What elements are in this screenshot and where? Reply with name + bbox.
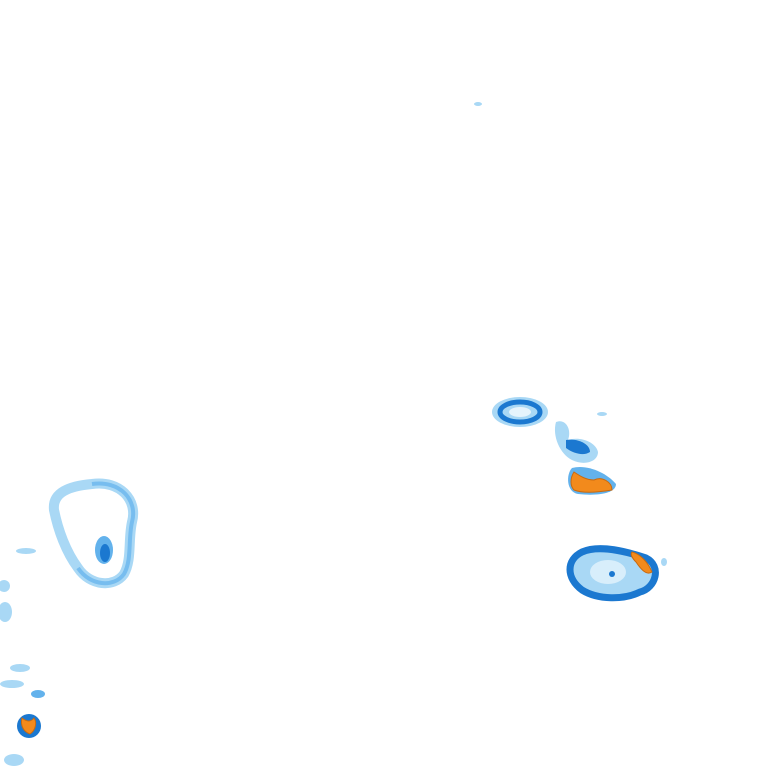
large-band — [566, 545, 659, 602]
precip-cell-east-band — [554, 412, 607, 463]
se-intense-core — [630, 551, 653, 574]
precip-cell-southeast-large — [566, 545, 667, 602]
large-speck — [661, 558, 667, 566]
sw-speck-5 — [0, 680, 24, 688]
small-ring-band — [497, 399, 543, 425]
sw-speck-6 — [31, 690, 45, 698]
sw-speck-2 — [0, 580, 10, 592]
precip-cell-southwest-edge — [0, 548, 45, 766]
sw-speck-7 — [4, 754, 24, 766]
sw-intense-core — [21, 717, 37, 735]
precip-cell-east-small-ring — [492, 397, 548, 427]
north-speck — [474, 102, 482, 106]
band-strong — [566, 439, 590, 455]
band-speck — [597, 412, 607, 416]
large-interior — [590, 560, 626, 584]
precip-cell-northwest-ring — [48, 478, 139, 588]
precip-cell-northwest-ring-core — [95, 536, 113, 564]
sw-speck-3 — [0, 602, 12, 622]
sw-speck-4 — [10, 664, 30, 672]
small-ring-hole — [509, 407, 531, 417]
precip-speck-north — [474, 102, 482, 106]
sw-speck-1 — [16, 548, 36, 554]
core-center — [100, 544, 110, 562]
intense-core — [570, 471, 613, 493]
precip-cell-southwest-intense — [17, 714, 41, 738]
precip-cell-east-intense — [568, 466, 616, 495]
large-center-dot — [609, 571, 615, 577]
ring-inner — [76, 481, 136, 585]
ring-outer — [48, 478, 139, 588]
precip-cell-southeast-intense — [630, 551, 653, 574]
